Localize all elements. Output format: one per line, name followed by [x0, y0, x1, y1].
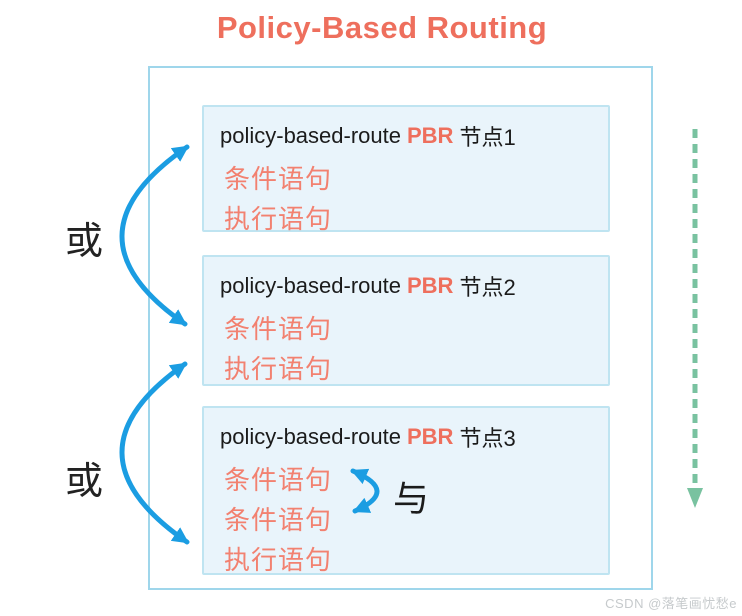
watermark: CSDN @落笔画忧愁e — [605, 596, 737, 611]
condition-statement: 条件语句 — [224, 464, 333, 495]
node-title: policy-based-route PBR 节点1 — [220, 115, 608, 157]
or-label-bottom: 或 — [64, 461, 103, 503]
node-title-prefix: policy-based-route — [220, 273, 401, 298]
pbr-node-1-box: policy-based-route PBR 节点1 条件语句 执行语句 — [202, 105, 610, 234]
node-title: policy-based-route PBR 节点3 — [220, 416, 608, 458]
node-title-prefix: policy-based-route — [220, 424, 401, 449]
action-statement: 执行语句 — [224, 203, 333, 234]
pbr-keyword: PBR — [406, 273, 454, 298]
node-title-prefix: policy-based-route — [220, 123, 401, 148]
action-statement: 执行语句 — [224, 544, 333, 575]
pbr-node-2-box: policy-based-route PBR 节点2 条件语句 执行语句 — [202, 255, 610, 386]
action-statement: 执行语句 — [224, 353, 333, 384]
pbr-keyword: PBR — [406, 123, 454, 148]
condition-statement: 条件语句 — [224, 504, 333, 535]
or-label-top: 或 — [64, 221, 103, 263]
node-title: policy-based-route PBR 节点2 — [220, 265, 608, 307]
node-title-suffix: 节点1 — [459, 125, 516, 150]
page-title: Policy-Based Routing — [216, 10, 548, 45]
condition-statement: 条件语句 — [224, 313, 333, 344]
node-title-suffix: 节点3 — [459, 426, 516, 451]
and-label: 与 — [393, 478, 430, 519]
pbr-node-3-box: policy-based-route PBR 节点3 条件语句 条件语句 执行语… — [202, 406, 610, 575]
condition-statement: 条件语句 — [224, 163, 333, 194]
flow-direction-arrow-icon — [687, 129, 703, 508]
pbr-keyword: PBR — [406, 424, 454, 449]
node-title-suffix: 节点2 — [459, 275, 516, 300]
